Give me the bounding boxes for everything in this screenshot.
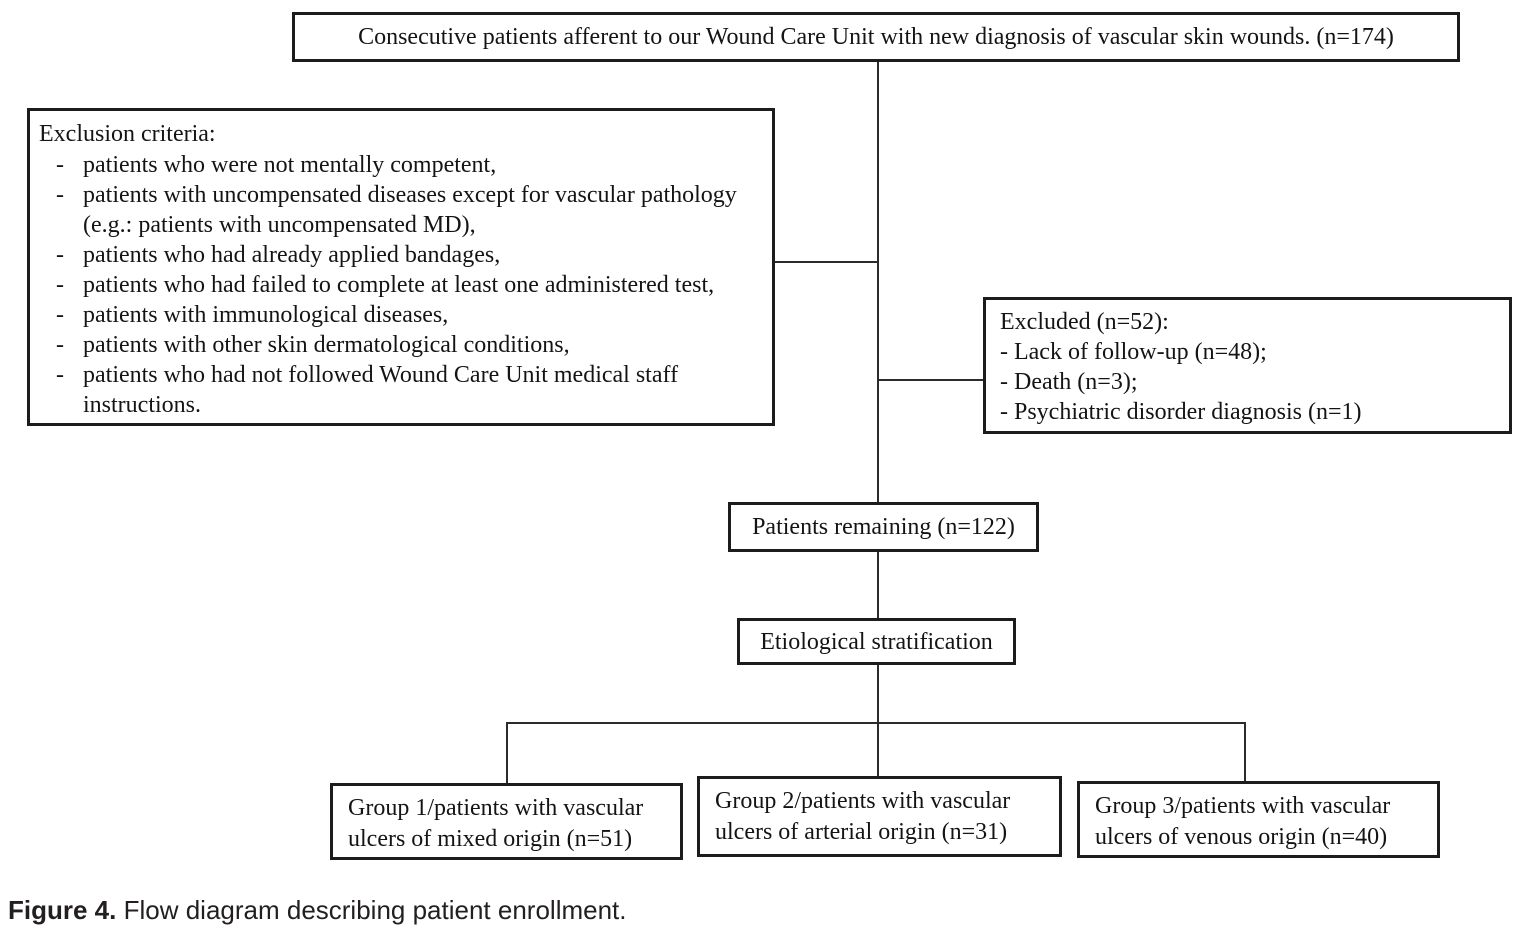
dash-bullet: - <box>56 302 64 328</box>
exclusion-item: - patients with immunological diseases, <box>39 300 758 330</box>
exclusion-item-text: patients with immunological diseases, <box>83 302 449 328</box>
connector-excluded-branch <box>877 379 984 381</box>
node-excluded: Excluded (n=52): - Lack of follow-up (n=… <box>983 297 1512 434</box>
exclusion-criteria-title: Exclusion criteria: <box>39 121 216 147</box>
node-exclusion-criteria: Exclusion criteria: - patients who were … <box>27 108 775 426</box>
connector-stratification-to-branch <box>877 663 879 724</box>
node-patients-remaining-label: Patients remaining (n=122) <box>752 514 1015 540</box>
excluded-title: Excluded (n=52): <box>1000 309 1169 335</box>
connector-to-group3 <box>1244 722 1246 782</box>
exclusion-item: - patients who had already applied banda… <box>39 240 758 270</box>
node-patients-remaining: Patients remaining (n=122) <box>728 502 1039 552</box>
exclusion-item-text: patients with uncompensated diseases exc… <box>83 182 737 238</box>
excluded-item: - Death (n=3); <box>1000 369 1138 395</box>
dash-bullet: - <box>56 362 64 388</box>
excluded-item: - Lack of follow-up (n=48); <box>1000 339 1267 365</box>
node-etiological-stratification: Etiological stratification <box>737 618 1016 665</box>
exclusion-item: - patients who were not mentally compete… <box>39 150 758 180</box>
exclusion-item: - patients with uncompensated diseases e… <box>39 180 758 240</box>
dash-bullet: - <box>56 182 64 208</box>
excluded-item: - Psychiatric disorder diagnosis (n=1) <box>1000 399 1362 425</box>
exclusion-item: - patients who had failed to complete at… <box>39 270 758 300</box>
exclusion-item-text: patients who had not followed Wound Care… <box>83 362 679 418</box>
exclusion-item: - patients who had not followed Wound Ca… <box>39 360 758 420</box>
node-consecutive-patients: Consecutive patients afferent to our Wou… <box>292 12 1460 62</box>
figure-caption-text: Flow diagram describing patient enrollme… <box>116 895 627 925</box>
connector-to-group2 <box>877 722 879 777</box>
exclusion-item-text: patients who were not mentally competent… <box>83 152 497 178</box>
figure-caption: Figure 4. Flow diagram describing patien… <box>8 894 627 926</box>
dash-bullet: - <box>56 332 64 358</box>
connector-groups-branch <box>506 722 1246 724</box>
connector-remaining-to-stratification <box>877 550 879 619</box>
exclusion-item-text: patients who had already applied bandage… <box>83 242 501 268</box>
connector-top-to-remaining <box>877 60 879 503</box>
dash-bullet: - <box>56 242 64 268</box>
connector-exclusion-branch <box>773 261 879 263</box>
dash-bullet: - <box>56 152 64 178</box>
node-etiological-stratification-label: Etiological stratification <box>760 628 993 655</box>
node-group1-mixed-origin: Group 1/patients with vascular ulcers of… <box>330 783 683 860</box>
node-group2-arterial-origin: Group 2/patients with vascular ulcers of… <box>697 776 1062 857</box>
connector-to-group1 <box>506 722 508 784</box>
dash-bullet: - <box>56 272 64 298</box>
node-group3-venous-origin: Group 3/patients with vascular ulcers of… <box>1077 781 1440 858</box>
node-consecutive-patients-label: Consecutive patients afferent to our Wou… <box>358 24 1394 50</box>
figure-caption-label: Figure 4. <box>8 895 117 925</box>
exclusion-item: - patients with other skin dermatologica… <box>39 330 758 360</box>
exclusion-item-text: patients who had failed to complete at l… <box>83 272 715 298</box>
exclusion-item-text: patients with other skin dermatological … <box>83 332 570 358</box>
